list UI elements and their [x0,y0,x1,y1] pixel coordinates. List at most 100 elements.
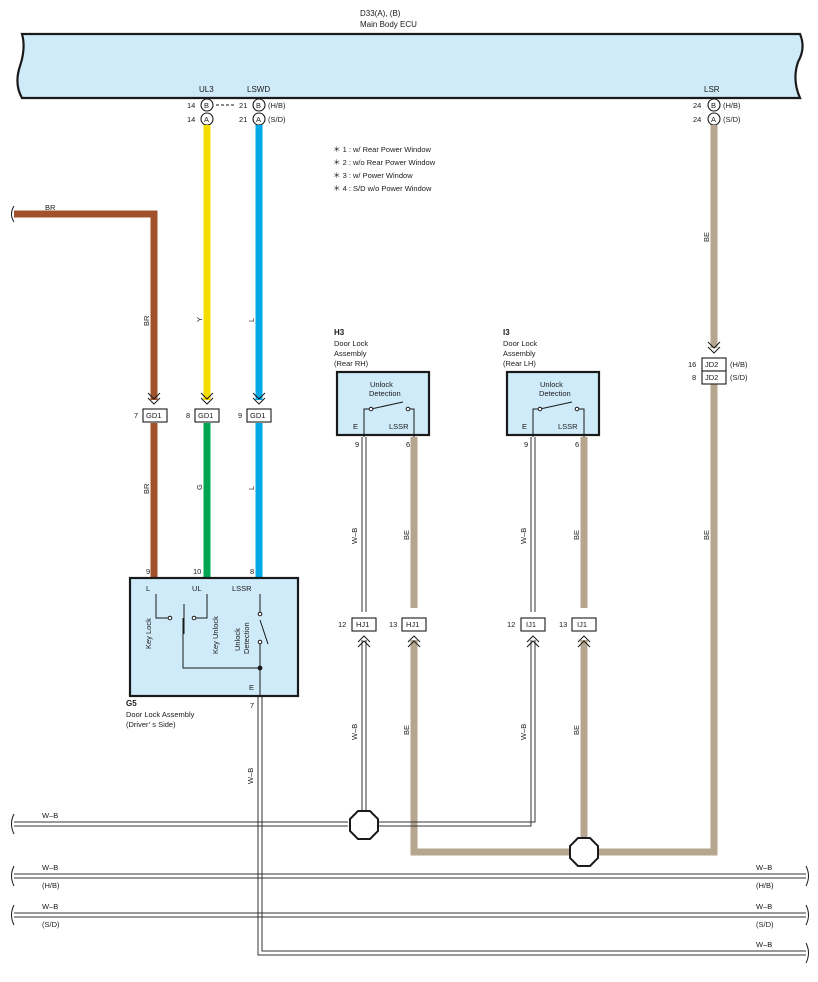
ecu-pin-lsr-label: LSR [704,85,720,94]
ground-row-3 [14,912,806,918]
splice-be [569,837,599,867]
be-right-arrow [707,341,721,354]
be-right-low-label: BE [702,530,711,540]
jd2-sd-pin: 8 [692,373,696,382]
ground-row-3-right-label: W–B [756,902,772,911]
hj1-be-arrow [407,635,421,648]
jd2-hb-pin: 16 [688,360,696,369]
br-wire-upper [14,210,158,400]
l-low-label: L [247,486,256,490]
h3-be-label: BE [402,530,411,540]
ij1-wb-pin: 12 [507,620,515,629]
lsr-b-terminal [707,98,721,112]
i3-pin-e-num: 9 [524,440,528,449]
i3-pin-e: E [522,422,527,431]
i3-switch-contact-2 [574,406,580,412]
i3-wb-low-label: W–B [519,724,528,740]
i3-switch [532,401,585,437]
splice-wb [349,810,379,840]
gd1-br-pin: 7 [134,411,138,420]
be-right-top-label: BE [702,232,711,242]
lsr-a-letter: A [711,115,716,124]
ij1-be-arrow [577,635,591,648]
i3-line2: Assembly [503,349,536,358]
ij1-be-pin: 13 [559,620,567,629]
h3-switch-contact-1 [368,406,374,412]
i3-pin-lssr: LSSR [558,422,578,431]
gd1-br-name: GD1 [146,411,161,420]
lsr-a-pin-number: 24 [693,115,701,124]
lswd-a-letter: A [256,115,261,124]
br-vert-label: BR [142,315,151,326]
gd1-y-name: GD1 [198,411,213,420]
ground-row-3-left-label: W–B [42,902,58,911]
ul3-b-terminal [200,98,214,112]
i3-be-label: BE [572,530,581,540]
ground-row-3-right-sub: (S/D) [756,920,774,929]
ground-row-2 [14,873,806,879]
be-wire-right-lower [584,384,718,856]
h3-wb-label: W–B [350,528,359,544]
g5-num-e: 7 [250,701,254,710]
i3-line1: Door Lock [503,339,537,348]
g5-switch-key-lock: Key Lock [144,618,153,649]
h3-code: H3 [334,328,345,337]
ground-row-2-left-sub: (H/B) [42,881,60,890]
br-top-label: BR [45,203,56,212]
g5-pin-l: L [146,584,150,593]
lsr-a-tag: (S/D) [723,115,741,124]
i3-switch-contact-1 [537,406,543,412]
h3-line2: Assembly [334,349,367,358]
g5-switch-key-unlock: Key Unlock [211,616,220,654]
i3-pin-lssr-num: 6 [575,440,579,449]
h3-box [335,370,431,437]
gd1-y-connector [194,408,220,423]
h3-pin-lssr: LSSR [389,422,409,431]
hj1-be-name: HJ1 [406,620,419,629]
h3-wb-wire-lower [361,640,367,812]
h3-switch-contact-2 [405,406,411,412]
ground-row-2-right-label: W–B [756,863,772,872]
h3-wb-low-label: W–B [350,724,359,740]
lswd-a-tag: (S/D) [268,115,286,124]
g5-pin-e: E [249,683,254,692]
jd2-hb-name: JD2 [705,360,718,369]
h3-pin-e: E [353,422,358,431]
ground-row-3-left-sub: (S/D) [42,920,60,929]
ecu-pin-lswd-label: LSWD [247,85,270,94]
hj1-wb-connector [351,617,377,632]
ground-row-3-break-right [805,904,809,926]
i3-wb-wire-lower [378,640,536,827]
hj1-be-pin: 13 [389,620,397,629]
ij1-be-connector [571,617,597,632]
g5-pin-lssr: LSSR [232,584,252,593]
note-4: ＊ 4 : S/D w/o Power Window [333,184,432,193]
ground-row-1 [14,821,348,827]
ecu-name: Main Body ECU [360,20,417,29]
y-arrow [200,392,214,405]
ground-row-3-break-left [11,904,15,926]
h3-title-2: Detection [369,389,401,398]
ground-row-2-break-left [11,865,15,887]
l-vert-label: L [247,318,256,322]
gd1-l-connector [246,408,272,423]
lswd-b-letter: B [256,101,261,110]
g5-box [128,576,300,698]
gd1-l-name: GD1 [250,411,265,420]
i3-code: I3 [503,328,510,337]
g5-internal-wiring [155,594,269,697]
ul3-a-letter: A [204,115,209,124]
note-3: ＊ 3 : w/ Power Window [333,171,413,180]
hj1-wb-pin: 12 [338,620,346,629]
hj1-be-connector [401,617,427,632]
g5-ground-junction [257,665,263,671]
ij1-be-name: IJ1 [577,620,587,629]
g5-unlock-contact-top [257,611,263,617]
lswd-b-tag: (H/B) [268,101,286,110]
ground-row-2-left-label: W–B [42,863,58,872]
h3-pin-e-num: 9 [355,440,359,449]
gd1-y-pin: 8 [186,411,190,420]
i3-line3: (Rear LH) [503,359,536,368]
ground-row-1-label: W–B [42,811,58,820]
